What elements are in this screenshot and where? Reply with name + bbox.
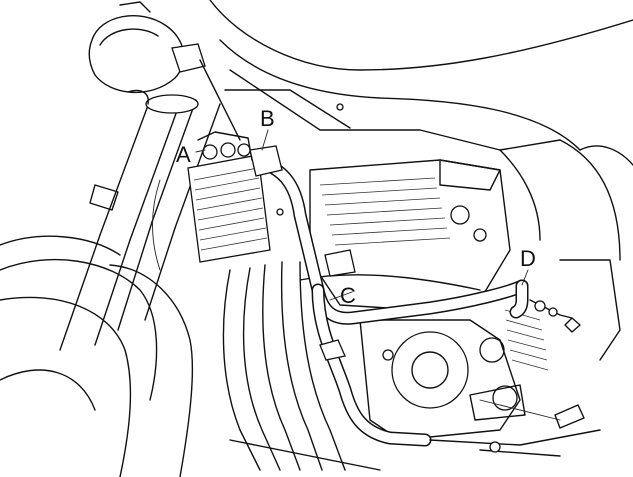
callout-label-b: B [260,106,275,131]
headlight [88,1,206,93]
frame [199,0,633,361]
callout-label-d: D [520,246,536,271]
oil-cooler [187,131,271,263]
leader-lines [195,129,529,301]
callout-label-c: C [340,283,356,308]
crash-bar [249,145,529,447]
footpeg [429,429,601,457]
mounting-bolts [479,299,585,429]
callout-label-a: A [176,142,191,167]
front-wheel [0,235,194,477]
engine [299,159,549,441]
exhaust-headers [222,261,381,471]
front-fork [59,89,221,351]
